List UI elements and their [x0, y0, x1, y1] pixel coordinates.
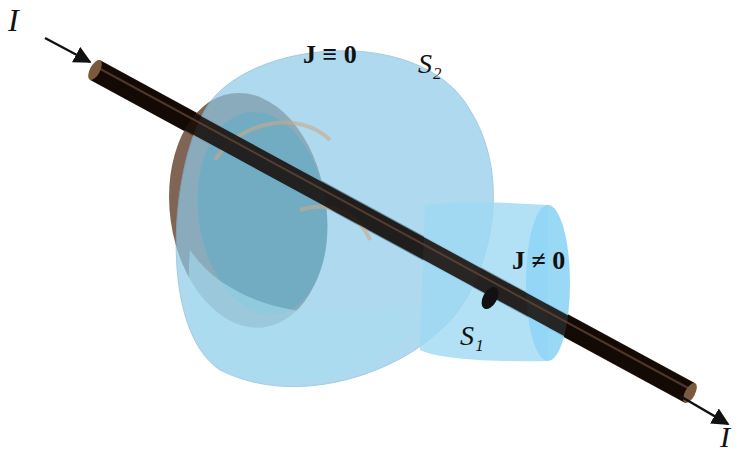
current-density-label: J ≡ 0 — [303, 42, 357, 68]
current-label: I — [720, 422, 730, 452]
wire — [95, 70, 690, 393]
current-label: I — [8, 4, 19, 36]
surface-s1-end — [526, 205, 570, 361]
wire-highlight — [93, 65, 688, 388]
wire-crossing — [478, 284, 502, 312]
surface-label: S₁ — [460, 322, 484, 350]
current-density-label: J ≠ 0 — [512, 248, 565, 274]
surface-s2-lobe — [189, 250, 430, 382]
current-arrow — [680, 396, 728, 424]
surface-label: S₂ — [418, 50, 442, 78]
current-arrow — [45, 38, 90, 62]
